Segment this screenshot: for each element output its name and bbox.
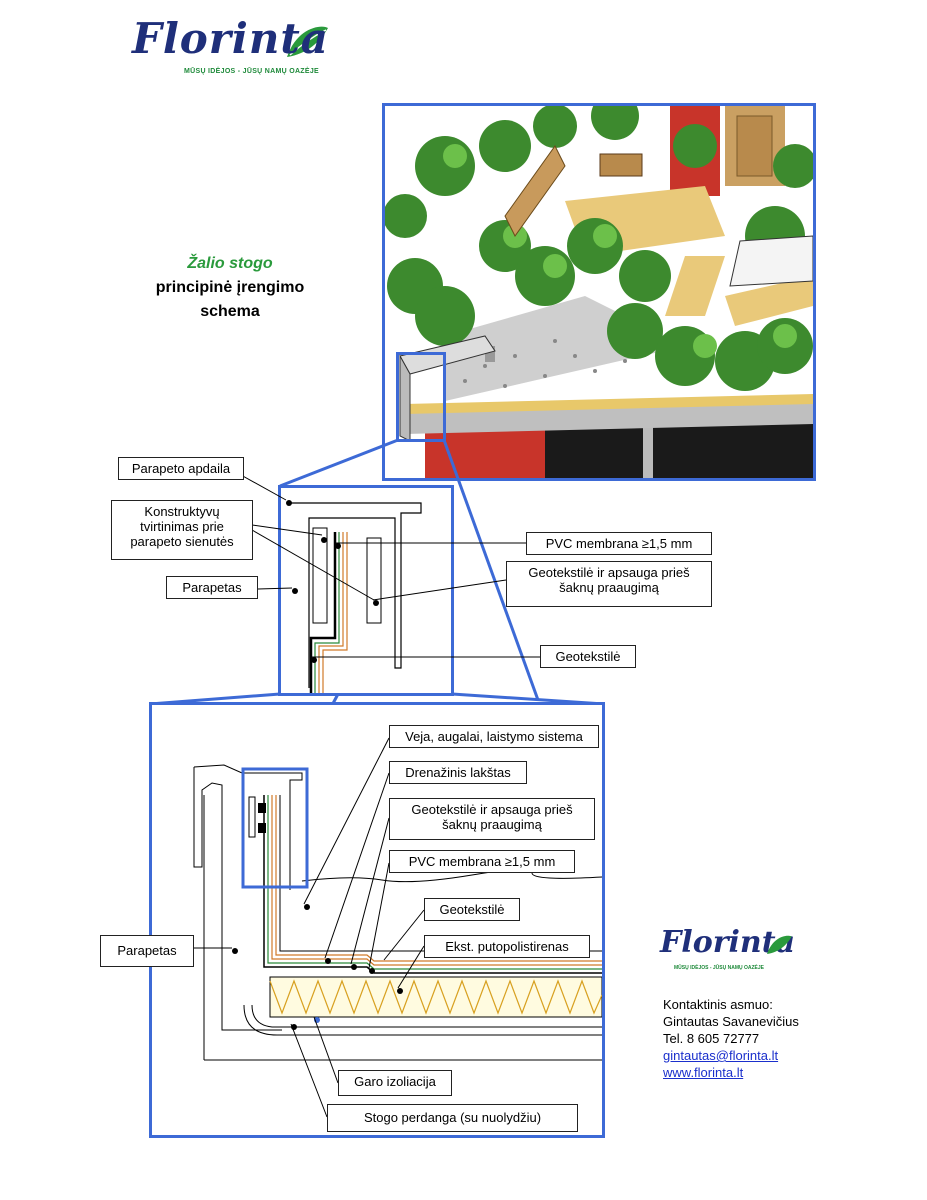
contact-phone: Tel. 8 605 72777: [663, 1031, 760, 1046]
roof-garden-illustration: [382, 103, 816, 481]
label-parapet-finish: Parapeto apdaila: [118, 457, 244, 480]
label-geotextile-detail: Geotekstilė: [540, 645, 636, 668]
label-geotextile-root-section: Geotekstilė ir apsauga prieš šaknų praau…: [389, 798, 595, 840]
title-line-3: schema: [200, 303, 260, 320]
parapet-detail-drawing: [286, 500, 422, 693]
roof-garden-picture: [385, 106, 813, 478]
label-roof-slab: Stogo perdanga (su nuolydžiu): [327, 1104, 578, 1132]
roof-cross-section-drawing: [193, 764, 603, 1061]
label-geotextile-section: Geotekstilė: [424, 898, 520, 921]
contact-name: Gintautas Savanevičius: [663, 1014, 799, 1029]
label-drainage-sheet: Drenažinis lakštas: [389, 761, 527, 784]
florinta-logo: Florinta MŪSŲ IDĖJOS - JŪSŲ NAMŲ OAZĖJE: [132, 10, 332, 80]
contact-heading: Kontaktinis asmuo:: [663, 997, 773, 1012]
label-vapour-barrier: Garo izoliacija: [338, 1070, 452, 1096]
parapet-detail-frame: [278, 485, 454, 696]
label-extruded-polystyrene: Ekst. putopolistirenas: [424, 935, 590, 958]
label-geotextile-root-detail: Geotekstilė ir apsauga prieš šaknų praau…: [506, 561, 712, 607]
page-title: Žalio stogo principinė įrengimo schema: [125, 252, 335, 324]
logo-small-slogan: MŪSŲ IDĖJOS - JŪSŲ NAMŲ OAZĖJE: [674, 965, 765, 971]
logo-slogan: MŪSŲ IDĖJOS - JŪSŲ NAMŲ OAZĖJE: [184, 68, 320, 75]
roof-cross-section-frame: [149, 702, 605, 1138]
label-parapet-detail: Parapetas: [166, 576, 258, 599]
label-structural-fixing: Konstruktyvų tvirtinimas prie parapeto s…: [111, 500, 253, 560]
logo-small-text: Florinta: [660, 925, 796, 960]
contact-block: Kontaktinis asmuo: Gintautas Savanevičiu…: [663, 996, 863, 1081]
contact-email-link[interactable]: gintautas@florinta.lt: [663, 1048, 779, 1063]
leaf-icon-small: [767, 935, 792, 954]
title-line-2: principinė įrengimo: [155, 279, 305, 296]
title-line-1: Žalio stogo: [187, 255, 273, 272]
florinta-logo-small: Florinta MŪSŲ IDĖJOS - JŪSŲ NAMŲ OAZĖJE: [660, 925, 800, 980]
label-parapet-section: Parapetas: [100, 935, 194, 967]
label-lawn-plants-irrigation: Veja, augalai, laistymo sistema: [389, 725, 599, 748]
leaf-icon: [287, 26, 328, 57]
contact-website-link[interactable]: www.florinta.lt: [663, 1065, 744, 1080]
detail-highlight-box: [396, 352, 446, 442]
logo-text: Florinta: [132, 14, 330, 63]
label-pvc-membrane-section: PVC membrana ≥1,5 mm: [389, 850, 575, 873]
label-pvc-membrane-detail: PVC membrana ≥1,5 mm: [526, 532, 712, 555]
